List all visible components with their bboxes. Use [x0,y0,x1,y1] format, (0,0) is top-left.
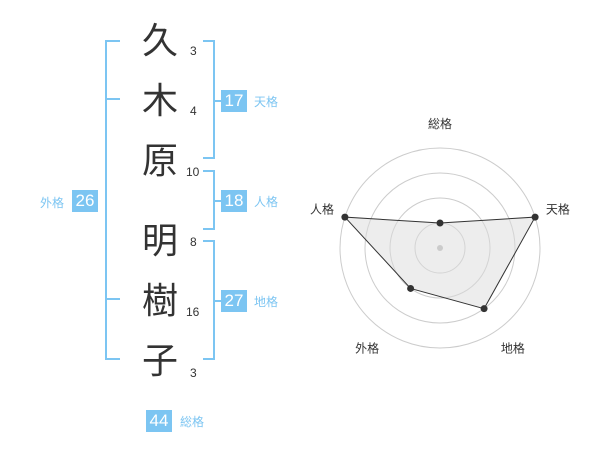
soukaku-label: 総格 [180,415,205,429]
tenkaku-value: 17 [221,90,247,112]
gaikaku-label: 外格 [40,196,65,210]
name-char-1: 久 [141,21,178,62]
radar-axis-label-4: 外格 [355,340,379,355]
radar-axis-label-2: 天格 [546,202,570,217]
radar-axis-label-5: 人格 [310,202,334,217]
stroke-count-5: 16 [186,305,200,319]
stroke-count-4: 8 [190,235,197,249]
radar-axis-label-3: 地格 [501,340,525,355]
name-char-6: 子 [141,341,178,382]
gaikaku-value: 26 [72,190,98,212]
chikaku-label: 地格 [254,295,279,309]
radar-point-1 [436,219,444,227]
radar-axis-label-1: 総格 [428,116,452,131]
chikaku-value: 27 [221,290,247,312]
stroke-count-6: 3 [190,366,197,380]
name-char-2: 木 [141,81,178,122]
jinkaku-value: 18 [221,190,247,212]
radar-point-5 [341,213,349,221]
name-char-3: 原 [141,141,178,182]
radar-series [341,213,539,313]
radar-grid-ring [339,147,541,349]
radar-point-3 [480,305,488,313]
tenkaku-label: 天格 [254,95,279,109]
radar-point-2 [531,213,539,221]
soukaku-value: 44 [146,410,172,432]
radar-point-4 [407,284,415,292]
stroke-count-1: 3 [190,44,197,58]
stroke-count-3: 10 [186,165,200,179]
jinkaku-label: 人格 [254,195,279,209]
stroke-count-2: 4 [190,104,197,118]
radar-polygon [343,216,536,310]
name-char-4: 明 [141,221,178,262]
name-char-5: 樹 [141,281,178,322]
